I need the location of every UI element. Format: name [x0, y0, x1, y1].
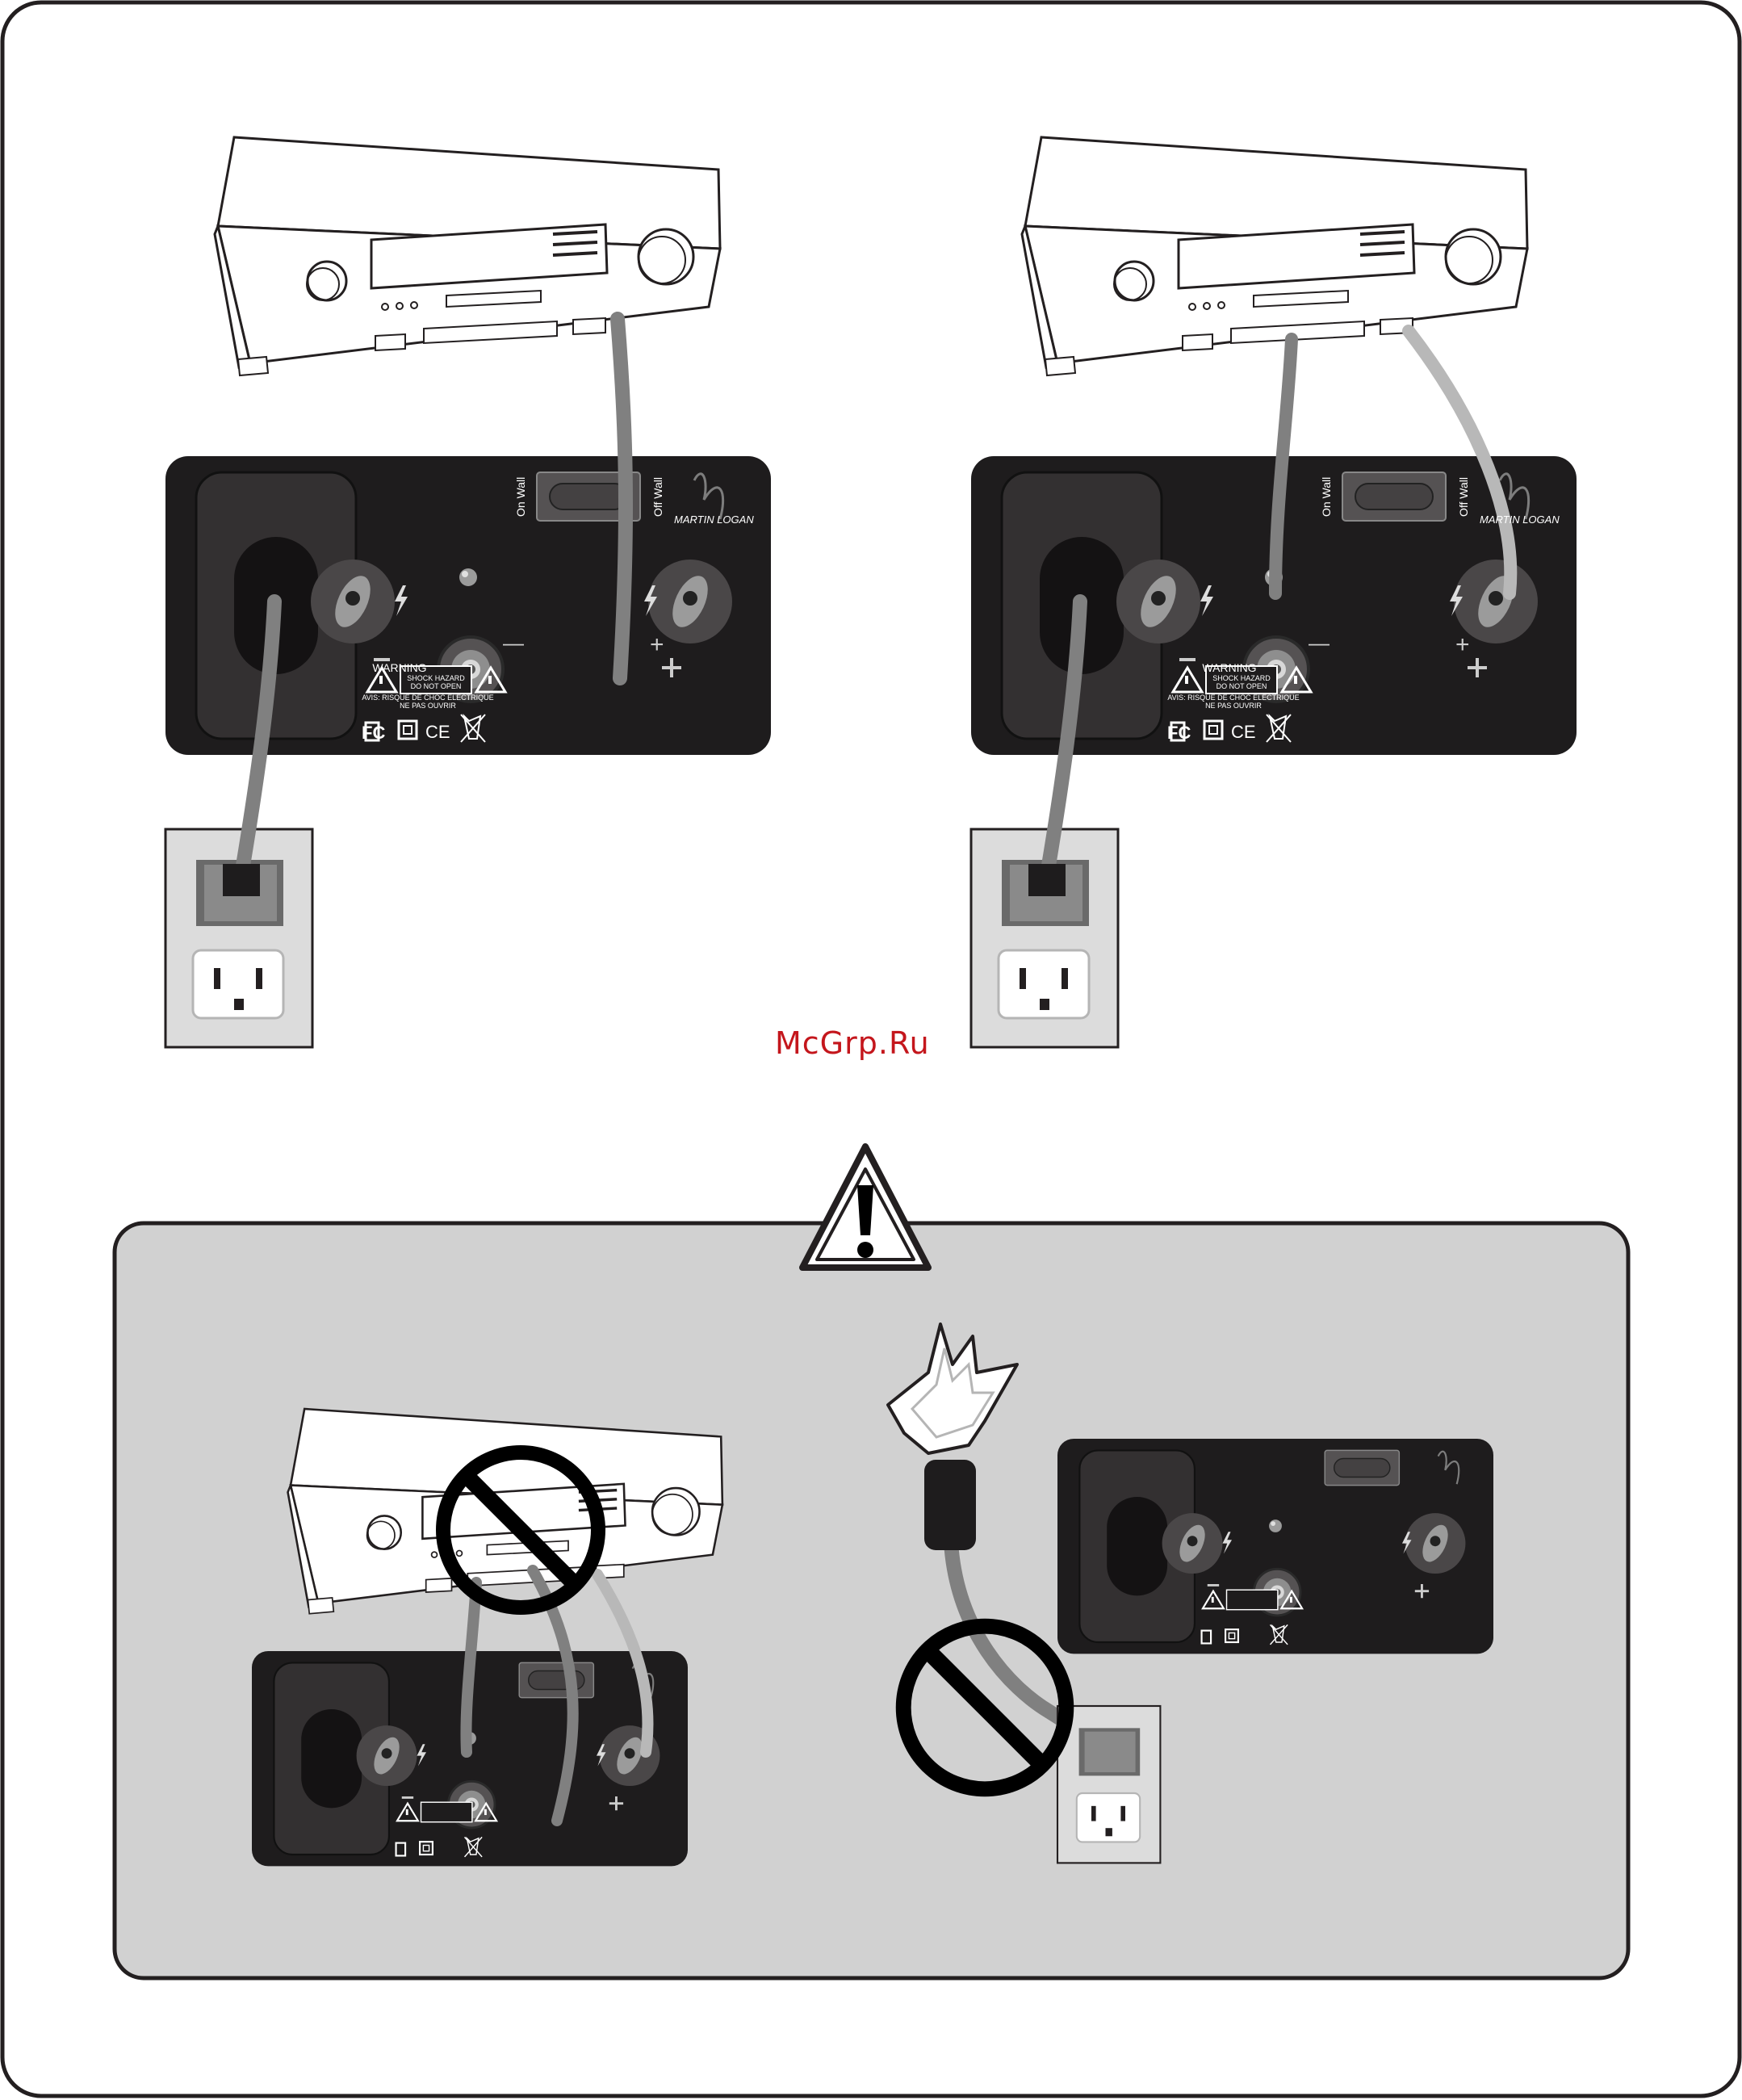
brand-label: MARTIN LOGAN — [674, 513, 754, 526]
minus-label: — — [1309, 631, 1330, 655]
watermark-text: McGrp.Ru — [775, 1025, 985, 1061]
brand-label: MARTIN LOGAN — [1480, 513, 1560, 526]
signal-cable-left — [618, 319, 626, 678]
plus-label: + — [650, 631, 664, 658]
avis-line2: NE PAS OUVRIR — [400, 702, 456, 710]
warning-line2: DO NOT OPEN — [411, 682, 462, 690]
power-plug-left — [223, 864, 260, 896]
avis-line1: AVIS: RISQUE DE CHOC ELECTRIQUE — [362, 694, 493, 702]
ce-mark: CE — [1231, 722, 1256, 742]
power-plug-right — [1028, 864, 1066, 896]
speaker-panel-bottom-right — [1057, 1439, 1493, 1654]
fc-mark: FC — [1167, 723, 1191, 743]
power-plug-bottom — [924, 1460, 976, 1550]
off-wall-label: Off Wall — [651, 477, 664, 517]
avis-line2: NE PAS OUVRIR — [1205, 702, 1262, 710]
wall-outlet-bottom — [1057, 1706, 1160, 1863]
warning-title: WARNING — [1202, 661, 1256, 674]
plus-label: + — [1455, 631, 1470, 658]
warning-line2: DO NOT OPEN — [1216, 682, 1267, 690]
on-wall-label: On Wall — [514, 477, 527, 517]
fc-mark: FC — [362, 723, 385, 743]
ce-mark: CE — [425, 722, 450, 742]
on-wall-label: On Wall — [1320, 477, 1333, 517]
avis-line1: AVIS: RISQUE DE CHOC ELECTRIQUE — [1167, 694, 1299, 702]
off-wall-label: Off Wall — [1457, 477, 1470, 517]
warning-line1: SHOCK HAZARD — [1212, 674, 1271, 682]
speaker-panel-left — [165, 456, 771, 755]
minus-label: — — [503, 631, 524, 655]
warning-line1: SHOCK HAZARD — [407, 674, 465, 682]
warning-title: WARNING — [372, 661, 426, 674]
